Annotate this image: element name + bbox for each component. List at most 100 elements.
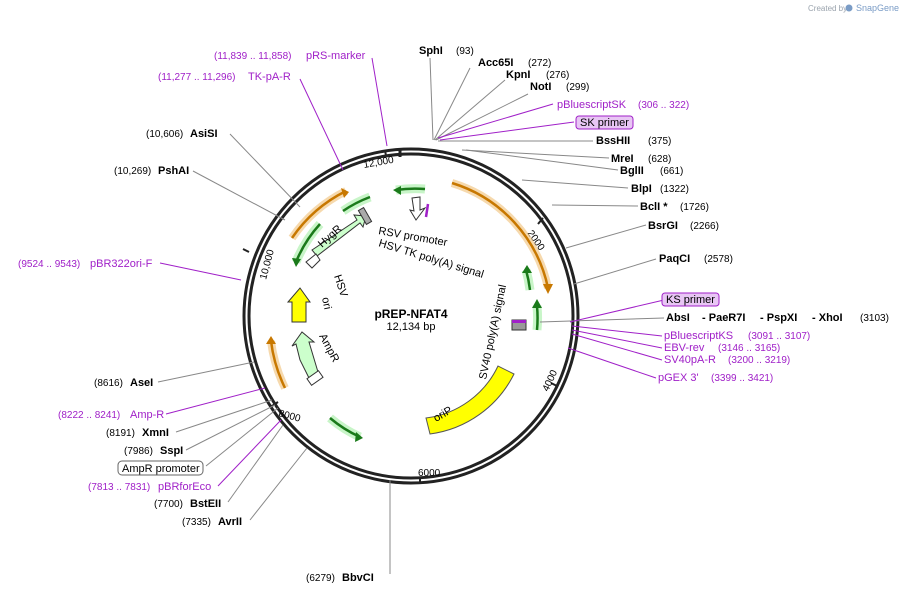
label-hsv-tk-promoter-hsv: HSV — [331, 273, 350, 299]
enzyme-noti-pos: (299) — [566, 82, 589, 93]
arrowhead-green-left — [292, 258, 301, 267]
ks-primer-box — [661, 292, 720, 307]
brand-name: SnapGene — [856, 3, 899, 13]
enzyme-xmni-name: XmnI — [142, 427, 169, 439]
enzyme-paer7i-name: - PaeR7I — [702, 312, 745, 324]
enzyme-blpi-name: BlpI — [631, 183, 652, 195]
tick-marks — [242, 149, 558, 484]
plasmid-name: pREP-NFAT4 — [374, 307, 447, 321]
primer-amp-r-pos: (8222 .. 8241) — [58, 410, 120, 421]
enzyme-sspi-name: SspI — [160, 445, 183, 457]
enzyme-paqci-name: PaqCI — [659, 253, 690, 265]
primer-pbrforeco-pos: (7813 .. 7831) — [88, 482, 150, 493]
plasmid-size: 12,134 bp — [387, 321, 436, 333]
hygr-grey-tip — [357, 206, 373, 226]
arrowhead-green-bottom — [355, 432, 363, 442]
enzyme-avrii-name: AvrII — [218, 516, 242, 528]
tick-label-12000: 12,000 — [363, 155, 395, 171]
primer-pbr322ori-f-pos: (9524 .. 9543) — [18, 259, 80, 270]
enzyme-mrei-pos: (628) — [648, 154, 671, 165]
prs-primer-site — [424, 203, 430, 218]
primer-sv40pa-r-name: SV40pA-R — [664, 354, 716, 366]
enzyme-pspxi-name: - PspXI — [760, 312, 797, 324]
enzyme-labels: SphI (93) Acc65I (272) KpnI (276) NotI (… — [94, 45, 889, 584]
orange-arc-topleft — [290, 189, 347, 239]
primer-prs-marker-name: pRS-marker — [306, 50, 366, 62]
leader-pbluescriptks — [571, 325, 663, 337]
enzyme-bsrgi-name: BsrGI — [648, 220, 678, 232]
enzyme-blpi-pos: (1322) — [660, 184, 689, 195]
snapgene-watermark: Created by SnapGene — [808, 3, 899, 13]
leader-pshai — [192, 170, 286, 221]
enzyme-noti-name: NotI — [530, 81, 551, 93]
leader-asei — [157, 361, 255, 383]
leader-pgex3 — [567, 347, 657, 379]
leader-ampr-promoter — [205, 407, 279, 467]
primer-ks-primer-name: KS primer — [666, 294, 715, 306]
enzyme-bsshii-name: BssHII — [596, 135, 630, 147]
enzyme-kpni-name: KpnI — [506, 69, 530, 81]
backbone — [242, 147, 580, 485]
enzyme-xhoi-name: - XhoI — [812, 312, 843, 324]
enzyme-bbvci-pos: (6279) — [306, 573, 335, 584]
ori-feature — [286, 287, 311, 323]
leader-sspi — [185, 404, 276, 451]
leader-lines — [157, 57, 665, 574]
leader-ks-primer — [569, 299, 665, 323]
primer-pgex3-name: pGEX 3' — [658, 372, 699, 384]
primer-prs-marker-pos: (11,839 .. 11,858) — [214, 51, 291, 62]
backbone-inner-ring — [247, 152, 575, 480]
tick-8000 — [271, 401, 279, 407]
leader-xmni — [175, 399, 273, 433]
enzyme-bglii-pos: (661) — [660, 166, 683, 177]
enzyme-bcli-pos: (1726) — [680, 202, 709, 213]
primer-pbr322ori-f-name: pBR322ori-F — [90, 258, 153, 270]
primer-ebv-rev-pos: (3146 .. 3165) — [718, 343, 780, 354]
small-white-arrow-left — [305, 253, 321, 269]
enzyme-absi-name: AbsI — [666, 312, 690, 324]
primer-pbluescriptks-pos: (3091 .. 3107) — [748, 331, 810, 342]
leader-asisi — [229, 133, 301, 208]
primer-sk-primer-name: SK primer — [580, 117, 629, 129]
primer-labels: (11,839 .. 11,858) pRS-marker (11,277 ..… — [18, 50, 810, 493]
enzyme-acc65i-name: Acc65I — [478, 57, 513, 69]
enzyme-mrei-name: MreI — [611, 153, 634, 165]
leader-prs-marker — [371, 57, 388, 147]
tick-label-4000: 4000 — [541, 368, 561, 393]
tick-12000 — [384, 149, 387, 157]
enzyme-asisi-pos: (10,606) — [146, 129, 183, 140]
leader-tk-pa-r — [299, 78, 344, 171]
backbone-outer-ring — [242, 147, 580, 485]
label-ori: ori — [319, 296, 333, 310]
arrowhead-green-top — [393, 186, 401, 195]
brand-prefix: Created by — [808, 4, 847, 13]
enzyme-kpni-pos: (276) — [546, 70, 569, 81]
leader-sv40pa-r — [571, 333, 663, 361]
orange-arc-right — [451, 181, 550, 289]
enzyme-paer7i-text: PaeR7I — [709, 312, 746, 324]
primer-ebv-rev-name: EBV-rev — [664, 342, 705, 354]
enzyme-sspi-pos: (7986) — [124, 446, 153, 457]
arrowhead-green-right1 — [522, 265, 532, 273]
ampr-promoter-box — [306, 370, 324, 386]
rsv-promoter-arrow — [408, 196, 427, 221]
leader-bsrgi — [565, 224, 647, 249]
enzyme-pspxi-text: PspXI — [767, 312, 798, 324]
enzyme-asisi-name: AsiSI — [190, 128, 218, 140]
snapgene-logo-icon — [845, 4, 853, 12]
primer-leader-lines — [159, 57, 665, 487]
enzyme-pshai-pos: (10,269) — [114, 166, 151, 177]
arrowhead-green-right2 — [532, 299, 542, 308]
enzyme-xhoi-pos: (3103) — [860, 313, 889, 324]
enzyme-bsshii-pos: (375) — [648, 136, 671, 147]
enzyme-xhoi-text: XhoI — [819, 312, 843, 324]
enzyme-bbvci-name: BbvCI — [342, 572, 374, 584]
tick-label-6000: 6000 — [418, 468, 441, 479]
leader-avrii — [249, 447, 308, 521]
enzyme-asei-pos: (8616) — [94, 378, 123, 389]
leader-xhoi — [539, 317, 665, 323]
enzyme-bglii-name: BglII — [620, 165, 644, 177]
tick-2000 — [537, 217, 544, 225]
enzyme-sphi-pos: (93) — [456, 46, 474, 57]
